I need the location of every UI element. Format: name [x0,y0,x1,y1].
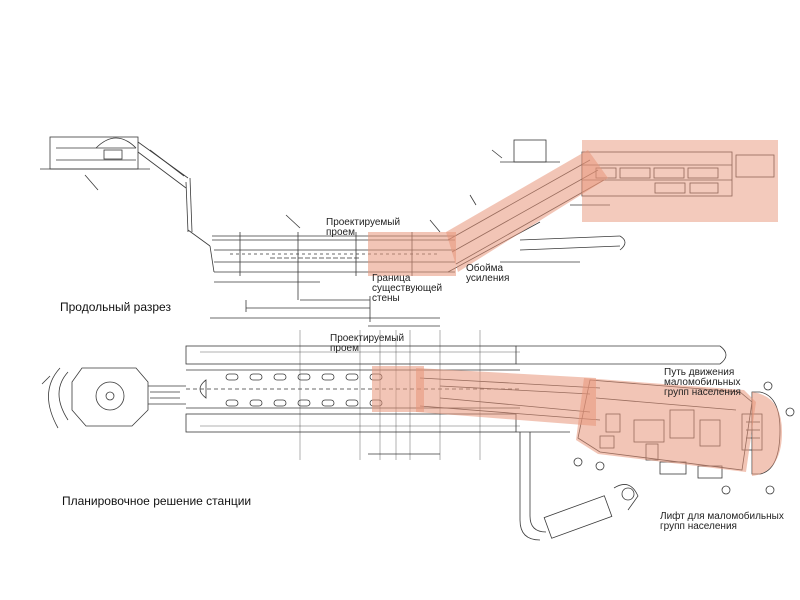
plan-label-design-opening: Проектируемый проем [330,333,405,354]
platform-columns [225,373,383,407]
opening-highlight-plan [372,366,424,412]
existing-tunnel-right [500,235,626,263]
curved-passage [519,432,639,541]
plan-label-mobility-lift: Лифт для маломобильных групп населения [660,511,784,532]
vestibule-right-highlight [582,140,778,222]
platform-tracks [185,345,727,433]
section-highlight-zones [368,140,778,276]
plan-title: Планировочное решение станции [62,494,252,508]
section-label-reinforcement-frame: Обойма усиления [466,263,510,284]
opening-highlight-section [368,232,456,276]
passage-highlight [416,368,596,426]
section-label-wall-boundary: Граница существующей стены [372,273,443,304]
plan-axis-markers [368,325,795,495]
exit-highlight [752,392,782,476]
plan-label-mobility-path: Путь движения маломобильных групп населе… [664,367,741,398]
plan-highlight-zones [372,366,782,476]
vestibule-left [40,136,150,191]
section-label-design-opening: Проектируемый проем [326,217,401,238]
section-title: Продольный разрез [60,300,171,314]
hall-highlight [576,378,756,472]
escalator-left [137,141,215,273]
entrance-pavilion [41,367,186,429]
incline-highlight [446,150,608,272]
section-dimension-marks [285,149,503,233]
